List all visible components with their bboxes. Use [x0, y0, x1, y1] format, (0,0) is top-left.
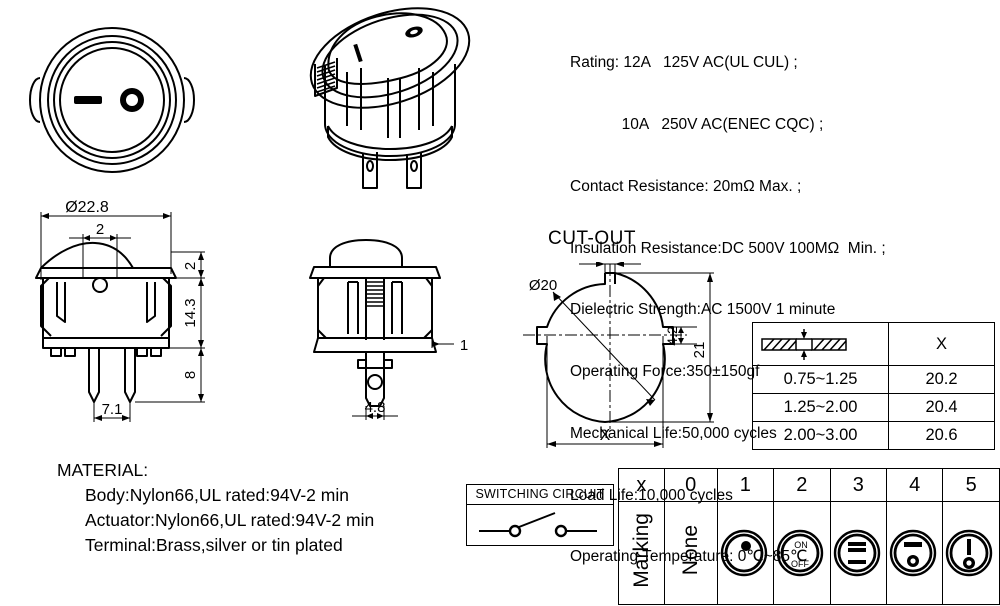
spec-line-0: Rating: 12A 125V AC(UL CUL) ; — [570, 54, 798, 72]
marking-header-2: 2 — [773, 468, 831, 502]
marking-cell-3 — [829, 501, 888, 605]
marking-none-label: None — [679, 525, 703, 576]
panel-thickness-icon-cell — [752, 322, 889, 366]
marking-off-label: OFF — [791, 559, 809, 569]
spec-line-2: Contact Resistance: 20mΩ Max. ; — [570, 177, 802, 195]
x-value-0: 20.2 — [888, 365, 995, 394]
dim-outer-diameter: Ø22.8 — [65, 199, 109, 216]
dim-cutout-width: X — [600, 427, 611, 444]
x-column-header: X — [888, 322, 995, 366]
marking-header-x: x — [618, 468, 665, 502]
marking-cell-5 — [942, 501, 1000, 605]
material-block: MATERIAL: Body:Nylon66,UL rated:94V-2 mi… — [57, 458, 374, 558]
marking-header-5: 5 — [942, 468, 1000, 502]
marking-cell-2: ON OFF — [773, 501, 831, 605]
material-item-body: Body:Nylon66,UL rated:94V-2 min — [85, 485, 349, 505]
side-view-2-drawing: 1 4.8 — [288, 234, 488, 424]
switching-circuit-box: SWITCHING CIRCUIT — [466, 484, 614, 546]
dash-circle-marking-icon — [889, 529, 937, 577]
x-value-1: 20.4 — [888, 393, 995, 422]
spec-line-5: Operating Force:350±150gf — [570, 363, 760, 381]
marking-on-label: ON — [794, 540, 808, 550]
side-view-dimensioned-drawing: Ø22.8 2 2 — [5, 196, 255, 428]
marking-row-label: Marking — [629, 513, 653, 588]
marking-header-3: 3 — [829, 468, 888, 502]
cutout-drawing: Ø20 2.1 4.2 21 X — [505, 262, 735, 457]
marking-table: x 0 1 2 3 4 5 Marking None — [618, 468, 1000, 605]
dim-terminal-pitch: 7.1 — [102, 401, 123, 418]
table-row: 1.25~2.00 20.4 — [752, 393, 995, 422]
dot-marking-icon — [720, 529, 767, 577]
switching-circuit-diagram — [467, 505, 613, 545]
marking-cell-4 — [885, 501, 944, 605]
material-item-actuator: Actuator:Nylon66,UL rated:94V-2 min — [85, 510, 375, 530]
marking-cell-1 — [716, 501, 775, 605]
marking-cell-0: None — [663, 501, 718, 605]
table-row: 2.00~3.00 20.6 — [752, 421, 995, 450]
spec-line-1: 10A 250V AC(ENEC CQC) ; — [570, 115, 824, 133]
material-item-terminal: Terminal:Brass,silver or tin plated — [85, 535, 343, 555]
marking-header-4: 4 — [885, 468, 944, 502]
spec-line-3: Insulation Resistance:DC 500V 100MΩ Min.… — [570, 239, 886, 257]
table-row: 0.75~1.25 20.2 — [752, 365, 995, 394]
front-view-drawing — [22, 8, 202, 193]
on-off-marking-icon: ON OFF — [776, 529, 824, 577]
bar-circle-marking-icon — [946, 529, 993, 577]
double-dash-marking-icon — [833, 529, 880, 577]
dim-notch-depth: 4.2 — [664, 326, 680, 346]
x-value-2: 20.6 — [888, 421, 995, 450]
dim-terminal-length: 8 — [182, 371, 199, 379]
thickness-range-1: 1.25~2.00 — [752, 393, 889, 422]
dash-marking-icon — [74, 96, 102, 104]
table-header-row: X — [752, 322, 995, 366]
spec-line-4: Dielectric Strength:AC 1500V 1 minute — [570, 301, 836, 319]
material-title: MATERIAL: — [57, 460, 149, 480]
dim-terminal-width: 4.8 — [365, 399, 386, 416]
marking-header-1: 1 — [716, 468, 775, 502]
dim-body-height: 14.3 — [182, 298, 199, 327]
marking-header-0: 0 — [663, 468, 718, 502]
thickness-range-2: 2.00~3.00 — [752, 421, 889, 450]
dim-cutout-height: 21 — [691, 342, 708, 359]
marking-body-row: Marking None ON OFF — [618, 501, 1000, 605]
thickness-range-0: 0.75~1.25 — [752, 365, 889, 394]
switching-circuit-title: SWITCHING CIRCUIT — [467, 485, 613, 505]
marking-header-row: x 0 1 2 3 4 5 — [618, 468, 1000, 502]
marking-row-label-cell: Marking — [618, 501, 665, 605]
panel-thickness-table: X 0.75~1.25 20.2 1.25~2.00 20.4 2.00~3.0… — [752, 322, 995, 450]
dim-flange: 1 — [460, 337, 468, 354]
dim-actuator-width: 2 — [96, 221, 104, 238]
dim-cutout-diameter: Ø20 — [529, 277, 557, 294]
isometric-view-drawing — [295, 6, 485, 191]
dim-bezel-height: 2 — [182, 262, 199, 270]
cutout-title: CUT-OUT — [548, 228, 636, 249]
